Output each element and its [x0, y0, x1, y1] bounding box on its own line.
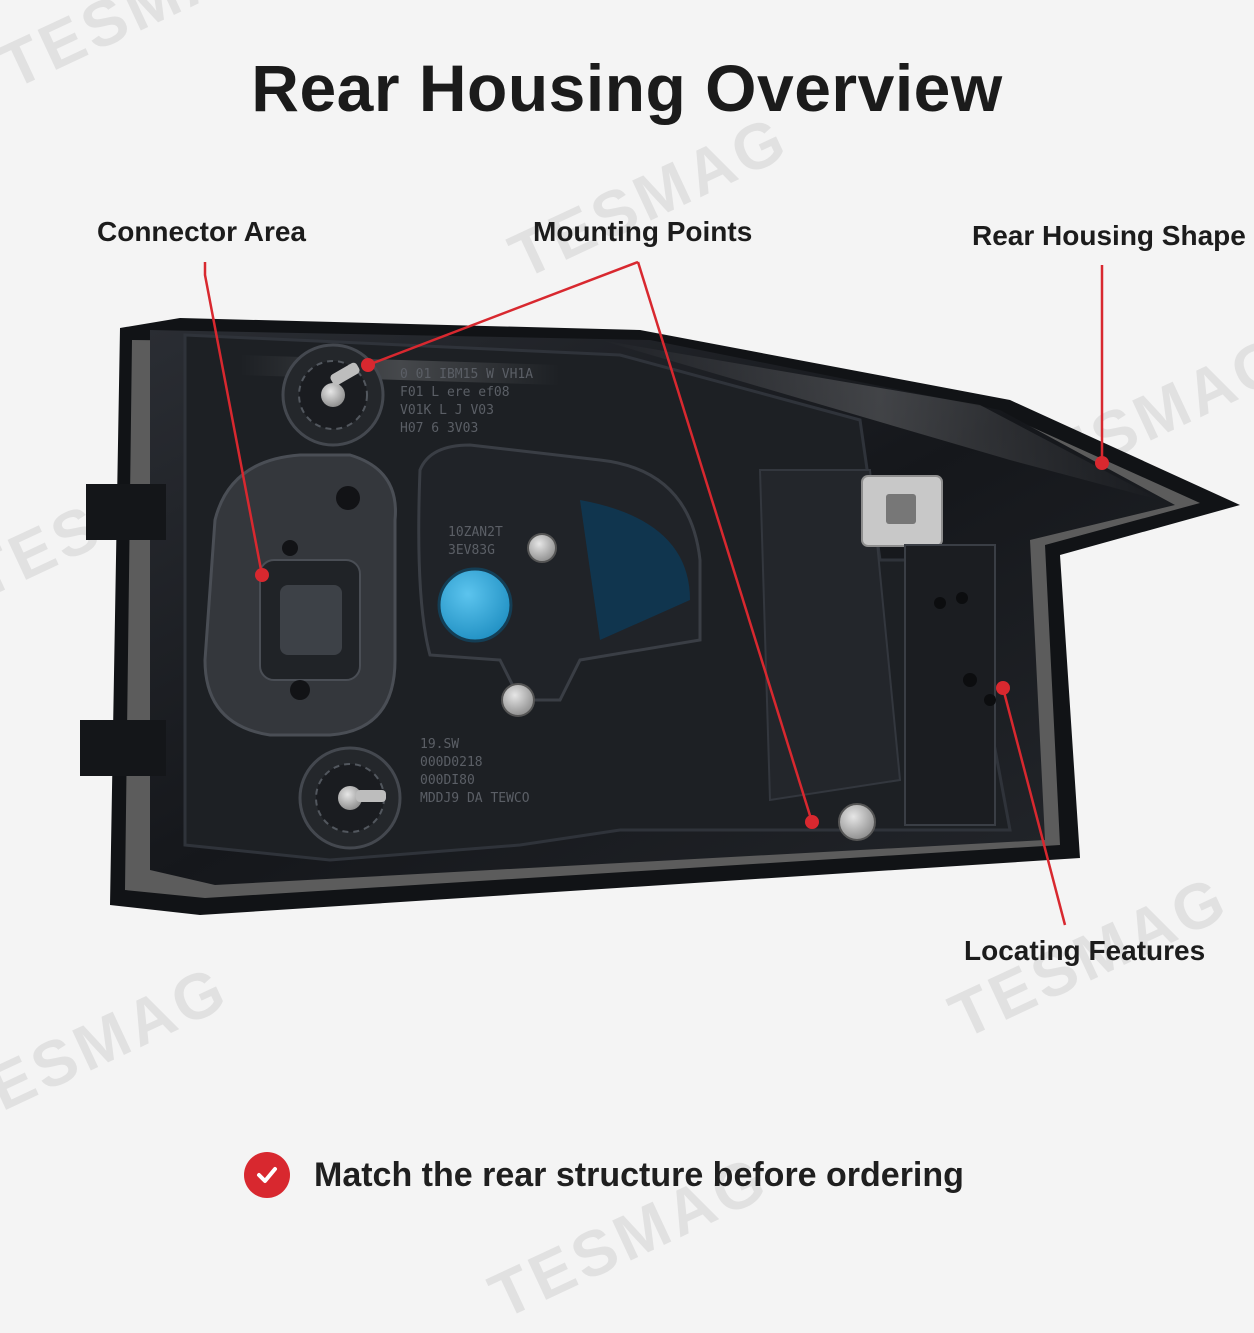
callout-locating-features: Locating Features	[964, 935, 1206, 966]
callout-rear-housing-shape: Rear Housing Shape	[972, 220, 1246, 251]
svg-text:MDDJ9 DA TEWCO: MDDJ9 DA TEWCO	[420, 791, 530, 806]
mounting-stud-bottom	[298, 746, 402, 850]
blue-vent-cap	[437, 567, 513, 643]
svg-text:000DI80: 000DI80	[420, 773, 475, 788]
svg-text:19.SW: 19.SW	[420, 737, 459, 752]
svg-text:3EV83G: 3EV83G	[448, 543, 495, 558]
locating-features	[838, 475, 996, 841]
footer-text: Match the rear structure before ordering	[314, 1155, 964, 1194]
mounting-stud-top	[281, 343, 385, 447]
svg-text:0 01 IBM15 W VH1A: 0 01 IBM15 W VH1A	[400, 367, 533, 382]
svg-text:10ZAN2T: 10ZAN2T	[448, 525, 503, 540]
callout-mounting-points: Mounting Points	[533, 216, 753, 247]
svg-text:F01 L ere ef08: F01 L ere ef08	[400, 385, 510, 400]
footer-note: Match the rear structure before ordering	[244, 1150, 964, 1200]
callout-dots	[255, 358, 1109, 829]
callout-connector-area: Connector Area	[97, 216, 307, 247]
svg-text:H07 6 3V03: H07 6 3V03	[400, 421, 478, 436]
connector-area	[203, 453, 397, 737]
svg-text:V01K L J V03: V01K L J V03	[400, 403, 494, 418]
callout-lines	[203, 260, 1104, 926]
rear-housing-illustration: 0 01 IBM15 W VH1A F01 L ere ef08 V01K L …	[80, 260, 1240, 926]
check-circle-icon	[244, 1152, 290, 1198]
bulb-socket-area	[417, 443, 702, 717]
embossed-markings: 0 01 IBM15 W VH1A F01 L ere ef08 V01K L …	[400, 367, 533, 806]
svg-text:000D0218: 000D0218	[420, 755, 483, 770]
page-title: Rear Housing Overview	[251, 51, 1003, 125]
